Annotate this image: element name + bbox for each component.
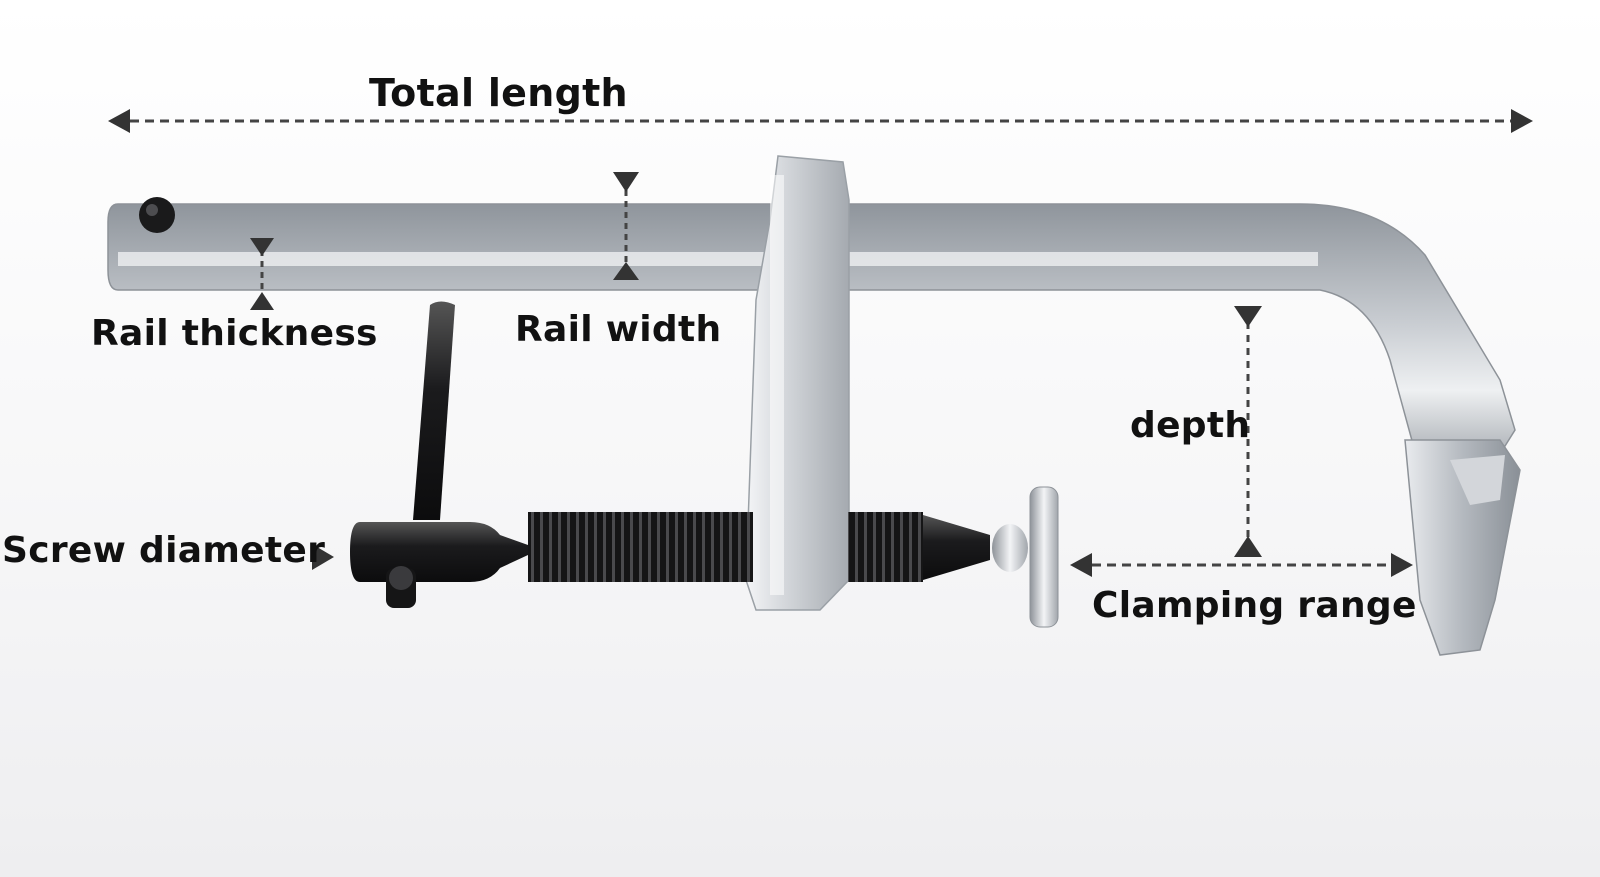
screw-spindle [528, 512, 990, 582]
arrow-down-icon [1234, 306, 1262, 327]
label-depth: depth [1130, 405, 1251, 446]
label-clamping-range: Clamping range [1092, 585, 1417, 626]
screw-handle [350, 301, 528, 608]
label-screw-diameter: Screw diameter [2, 530, 326, 571]
arrow-left-icon [108, 109, 130, 133]
label-total-length: Total length [369, 71, 628, 115]
arrow-up-icon [1234, 536, 1262, 557]
arrow-down-icon [613, 172, 639, 192]
dim-total-length [108, 109, 1533, 133]
arrow-right-icon [1511, 109, 1533, 133]
label-rail-width: Rail width [515, 309, 722, 350]
arrow-down-icon [250, 238, 274, 256]
dim-depth [1234, 306, 1262, 557]
dim-clamping-range [1070, 553, 1413, 577]
arrow-up-icon [613, 262, 639, 280]
fixed-jaw [1404, 439, 1521, 656]
screw-diameter-pointer-icon [312, 544, 334, 570]
arrow-up-icon [250, 292, 274, 310]
sliding-arm [745, 155, 850, 611]
swivel-pad [992, 486, 1059, 628]
label-rail-thickness: Rail thickness [91, 313, 378, 354]
dim-rail-thickness [250, 238, 274, 310]
arrow-left-icon [1070, 553, 1092, 577]
clamp-rail [107, 197, 1516, 471]
arrow-right-icon [1391, 553, 1413, 577]
dim-rail-width [613, 172, 639, 280]
rail-stop-pin [139, 197, 175, 233]
